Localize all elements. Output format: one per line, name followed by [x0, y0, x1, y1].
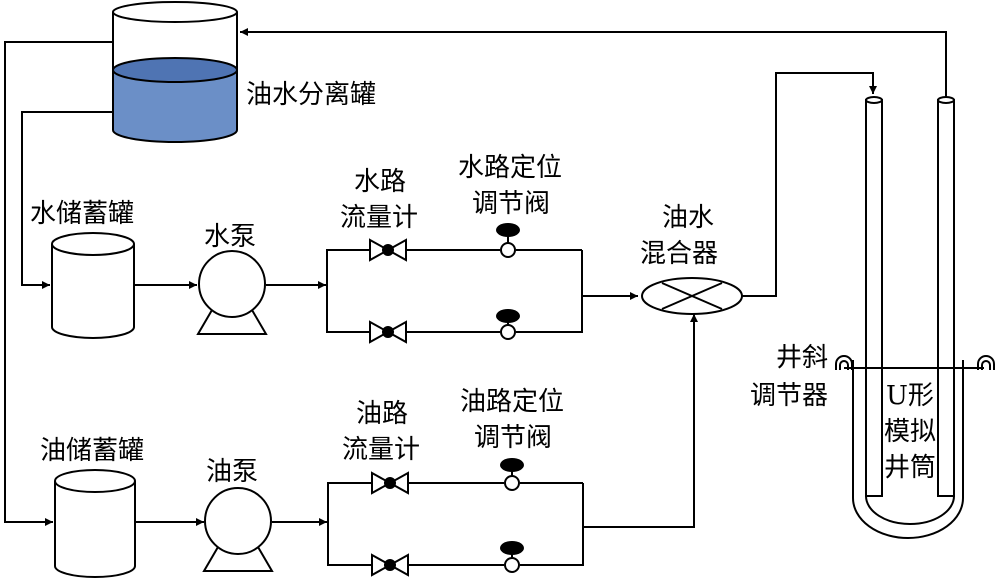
mixer-icon: [641, 277, 743, 315]
water-valve-lower-icon: [496, 309, 520, 340]
oil-flowmeter-label-line1: 油路: [356, 399, 408, 429]
oil-valve-upper-icon: [500, 458, 524, 491]
water-flowmeter-upper-icon: [369, 238, 407, 262]
oil-tank: [54, 469, 136, 578]
water-valve-label-line1: 水路定位: [458, 153, 562, 183]
oil-valve-label-line1: 油路定位: [460, 387, 564, 417]
separator-liquid: [113, 70, 237, 142]
pipe-lines: [4, 28, 947, 566]
incline-adjuster-icon: [835, 355, 995, 370]
oil-flowmeter-label-line2: 流量计: [342, 435, 420, 465]
wellbore-label-line2: 模拟: [884, 417, 936, 447]
oil-valve-lower-icon: [500, 541, 524, 573]
oil-flowmeter-lower-icon: [371, 553, 409, 577]
oil-flowmeter-upper-icon: [371, 471, 409, 495]
water-valve-upper-icon: [496, 223, 520, 258]
water-pump-label: 水泵: [204, 222, 256, 252]
separator-tank: [112, 1, 238, 143]
wellbore-label-line3: 井筒: [884, 453, 936, 483]
water-tank-label: 水储蓄罐: [30, 199, 134, 229]
oil-tank-label: 油储蓄罐: [40, 436, 144, 466]
oil-valve-label-line2: 调节阀: [474, 423, 552, 453]
water-flowmeter-lower-icon: [369, 320, 407, 344]
water-valve-label-line2: 调节阀: [472, 189, 550, 219]
separator-liquid-surface: [112, 57, 238, 83]
incline-label-line1: 井斜: [776, 343, 828, 373]
water-tank: [51, 232, 135, 339]
water-pump-icon: [196, 250, 268, 335]
oil-pump-icon: [202, 487, 274, 572]
wellbore-label-line1: U形: [886, 381, 934, 411]
water-flowmeter-label-line2: 流量计: [340, 203, 418, 233]
water-flowmeter-label-line1: 水路: [354, 167, 406, 197]
separator-tank-label: 油水分离罐: [246, 80, 376, 110]
mixer-label-line2: 混合器: [640, 239, 718, 269]
mixer-label-line1: 油水: [662, 203, 714, 233]
oil-pump-label: 油泵: [206, 457, 258, 487]
incline-label-line2: 调节器: [750, 381, 828, 411]
u-wellbore: [852, 96, 964, 539]
